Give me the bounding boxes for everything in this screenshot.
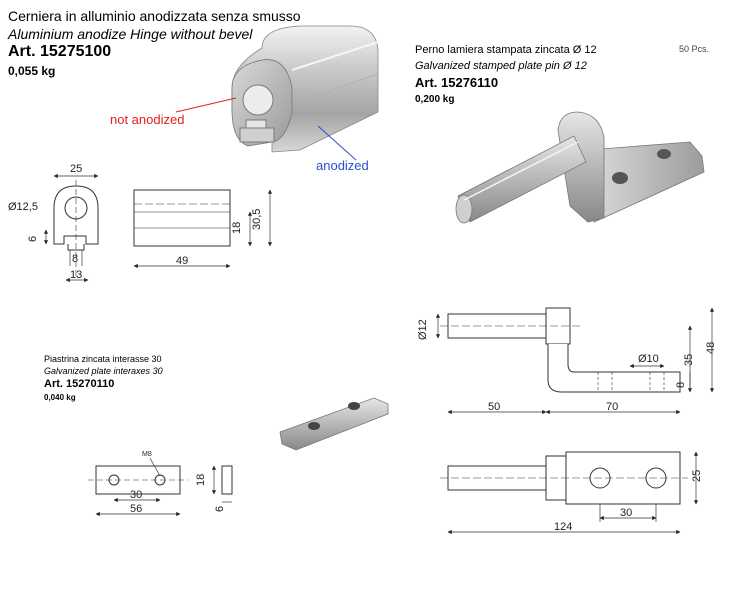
- hinge-front-view: [53, 180, 99, 276]
- plate-title-it: Piastrina zincata interasse 30: [44, 354, 162, 364]
- dim-hinge-h-total: 30,5: [251, 209, 263, 230]
- dim-hinge-slot-w: 8: [72, 253, 78, 265]
- dim-pin-thick: 8: [675, 382, 687, 388]
- dim-pin-total: 124: [554, 521, 572, 533]
- pin-weight: 0,200 kg: [415, 94, 455, 105]
- dim-hinge-hole: Ø12,5: [8, 201, 38, 213]
- dim-hinge-length: 49: [176, 255, 188, 267]
- plate-title-en: Galvanized plate interaxes 30: [44, 366, 163, 376]
- dim-pin-hole: Ø10: [638, 353, 659, 365]
- plate-dims: [95, 457, 232, 517]
- dim-pin-h35: 35: [683, 354, 695, 366]
- plate-art: Art. 15270110: [44, 378, 115, 390]
- dim-plate-length: 56: [130, 503, 142, 515]
- hinge-front-dims: [43, 173, 99, 283]
- not-anodized-label: not anodized: [110, 112, 185, 127]
- dim-plate-thick: 6: [214, 506, 226, 512]
- hinge-title-it: Cerniera in alluminio anodizzata senza s…: [8, 8, 301, 24]
- dim-pin-spacing: 30: [620, 507, 632, 519]
- pin-3d-render: [455, 111, 705, 224]
- pin-top-dims: [447, 451, 699, 535]
- dim-pin-h48: 48: [705, 342, 717, 354]
- hinge-side-dims: [133, 189, 273, 269]
- pin-title-it: Perno lamiera stampata zincata Ø 12: [415, 44, 597, 56]
- pin-top-view: [440, 451, 688, 505]
- hinge-side-view: [133, 189, 231, 247]
- hinge-weight: 0,055 kg: [8, 64, 56, 78]
- dim-hinge-width: 25: [70, 163, 82, 175]
- plate-3d-render: [279, 397, 389, 451]
- pin-art: Art. 15276110: [415, 75, 499, 90]
- plate-side-view: [221, 465, 233, 495]
- hinge-title-en: Aluminium anodize Hinge without bevel: [8, 26, 253, 42]
- anodized-leader: [317, 125, 357, 161]
- hinge-3d-render: [231, 25, 379, 153]
- dim-hinge-h-inner: 18: [231, 222, 243, 234]
- dim-pin-width: 25: [691, 470, 703, 482]
- pin-title-en: Galvanized stamped plate pin Ø 12: [415, 60, 587, 72]
- hinge-art: Art. 15275100: [8, 43, 112, 60]
- dim-pin-plate: 70: [606, 401, 618, 413]
- pin-front-dims: [435, 307, 715, 415]
- plate-weight: 0,040 kg: [44, 393, 76, 402]
- not-anodized-leader: [175, 97, 237, 113]
- dim-hinge-slot-h: 6: [27, 236, 39, 242]
- pin-front-view: [440, 307, 681, 393]
- dim-plate-height: 18: [195, 474, 207, 486]
- dim-hinge-base: 13: [70, 269, 82, 281]
- dim-plate-spacing: 30: [130, 489, 142, 501]
- dim-pin-dia: Ø12: [417, 319, 429, 340]
- pin-pack-label: 50 Pcs.: [679, 44, 710, 54]
- dim-pin-shaft: 50: [488, 401, 500, 413]
- anodized-label: anodized: [316, 158, 369, 173]
- dim-plate-thread: M8: [142, 451, 152, 458]
- plate-front-view: [88, 465, 188, 495]
